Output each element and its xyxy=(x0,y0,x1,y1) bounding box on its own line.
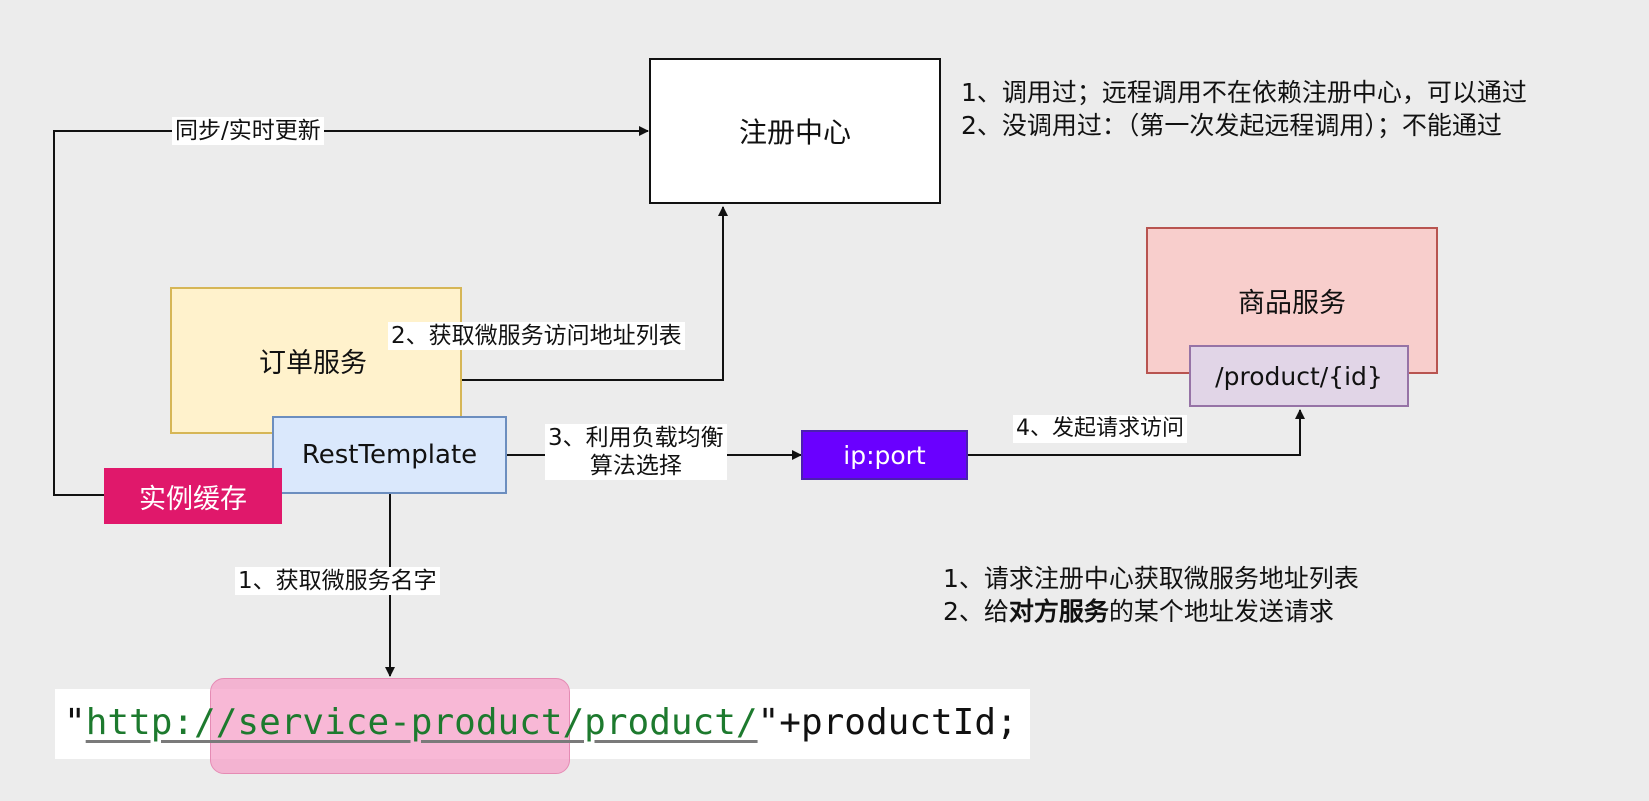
instance-cache-box: 实例缓存 xyxy=(104,468,282,524)
registry-label: 注册中心 xyxy=(738,116,851,149)
product-service-label: 商品服务 xyxy=(1238,288,1346,319)
note-bottom-line2-bold: 对方服务 xyxy=(1008,597,1109,626)
order-service-label: 订单服务 xyxy=(259,348,367,379)
order-service-box: 订单服务 xyxy=(170,287,462,434)
code-url: http://service-product/product/ xyxy=(85,702,758,743)
code-quote-close: " xyxy=(757,702,780,743)
registry-box: 注册中心 xyxy=(649,58,941,204)
note-top-line2: 2、没调用过：（第一次发起远程调用）；不能通过 xyxy=(961,111,1502,140)
edge-label-initiate-request: 4、发起请求访问 xyxy=(1013,415,1187,443)
note-top-line1: 1、调用过；远程调用不在依赖注册中心，可以通过 xyxy=(961,78,1527,107)
product-endpoint-label: /product/{id} xyxy=(1215,361,1383,391)
edge-label-sync-update: 同步/实时更新 xyxy=(172,117,324,145)
edge-ipport-to-endpoint xyxy=(968,409,1305,456)
code-rest: +productId; xyxy=(779,702,1018,743)
code-snippet: "http://service-product/product/"+produc… xyxy=(64,700,1018,746)
note-bottom-line2: 2、给对方服务的某个地址发送请求 xyxy=(943,595,1359,628)
rest-template-label: RestTemplate xyxy=(301,440,478,470)
note-bottom-line2-suffix: 的某个地址发送请求 xyxy=(1108,597,1334,626)
edge-cache-to-registry xyxy=(53,126,649,496)
edge-label-load-balance-line1: 3、利用负载均衡 xyxy=(548,425,724,451)
code-quote-open: " xyxy=(64,702,86,743)
edge-label-get-service-name: 1、获取微服务名字 xyxy=(235,567,440,595)
ip-port-box: ip:port xyxy=(801,430,968,480)
code-highlight xyxy=(210,678,570,774)
instance-cache-label: 实例缓存 xyxy=(139,483,247,515)
note-bottom: 1、请求注册中心获取微服务地址列表 2、给对方服务的某个地址发送请求 xyxy=(943,562,1359,628)
edge-label-get-address-list: 2、获取微服务访问地址列表 xyxy=(388,322,685,350)
note-bottom-line2-prefix: 2、给 xyxy=(943,597,1009,626)
ip-port-label: ip:port xyxy=(843,440,926,470)
edge-label-load-balance-line2: 算法选择 xyxy=(589,453,682,479)
note-bottom-line1: 1、请求注册中心获取微服务地址列表 xyxy=(943,564,1359,593)
product-endpoint-box: /product/{id} xyxy=(1189,345,1409,407)
edge-label-load-balance: 3、利用负载均衡 算法选择 xyxy=(545,424,727,480)
note-top: 1、调用过；远程调用不在依赖注册中心，可以通过 2、没调用过：（第一次发起远程调… xyxy=(961,76,1527,142)
rest-template-box: RestTemplate xyxy=(272,416,507,494)
